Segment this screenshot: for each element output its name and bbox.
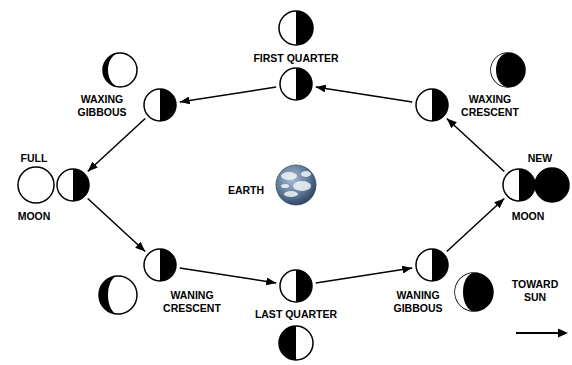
moon-view (491, 53, 525, 87)
phase-label: WANING GIBBOUS (385, 289, 451, 315)
orbit-arrow (316, 87, 413, 102)
moon-view (18, 167, 54, 203)
phase-label: LAST QUARTER (254, 308, 338, 321)
moon-node: WAXING GIBBOUS (143, 88, 177, 122)
orbit-arrow (88, 119, 146, 172)
orbit-arrow (180, 268, 277, 283)
moon-node: NEWMOON (502, 168, 536, 202)
phase-label: WAXING CRESCENT (457, 93, 523, 119)
phase-label: WAXING GIBBOUS (69, 93, 135, 119)
orbit-moon (415, 88, 449, 122)
orbit-arrow (447, 199, 505, 252)
moon-view (279, 326, 313, 360)
orbit-moon (415, 248, 449, 282)
earth-node: EARTH (275, 164, 317, 206)
orbit-arrow (88, 199, 146, 252)
orbit-moon (279, 67, 313, 101)
direction-label: TOWARD SUN (506, 278, 564, 304)
sun-direction-arrow (516, 329, 568, 338)
orbit-moon (279, 269, 313, 303)
phase-label: WANING CRESCENT (159, 289, 225, 315)
moon-view (455, 273, 493, 311)
phase-label: MOON (511, 210, 546, 223)
orbit-moon (56, 168, 90, 202)
orbit-moon (143, 248, 177, 282)
moon-view (99, 276, 137, 314)
moon-node: WAXING CRESCENT (415, 88, 449, 122)
earth-label: EARTH (227, 184, 265, 197)
orbit-arrow (447, 119, 505, 172)
moon-view (103, 53, 137, 87)
moon-node: LAST QUARTER (279, 269, 313, 303)
phase-label: FIRST QUARTER (252, 52, 339, 65)
phase-label: NEW (527, 152, 554, 165)
moon-view (279, 11, 313, 45)
moon-node: FULLMOON (56, 168, 90, 202)
orbit-moon (502, 168, 536, 202)
orbit-arrow (180, 87, 277, 102)
moon-node: WANING GIBBOUS (415, 248, 449, 282)
moon-view (535, 168, 569, 202)
orbit-moon (143, 88, 177, 122)
phase-label: FULL (20, 152, 49, 165)
phase-label: MOON (17, 210, 52, 223)
orbit-arrow (316, 268, 413, 283)
earth-globe (275, 164, 317, 206)
moon-node: FIRST QUARTER (279, 67, 313, 101)
moon-node: WANING CRESCENT (143, 248, 177, 282)
